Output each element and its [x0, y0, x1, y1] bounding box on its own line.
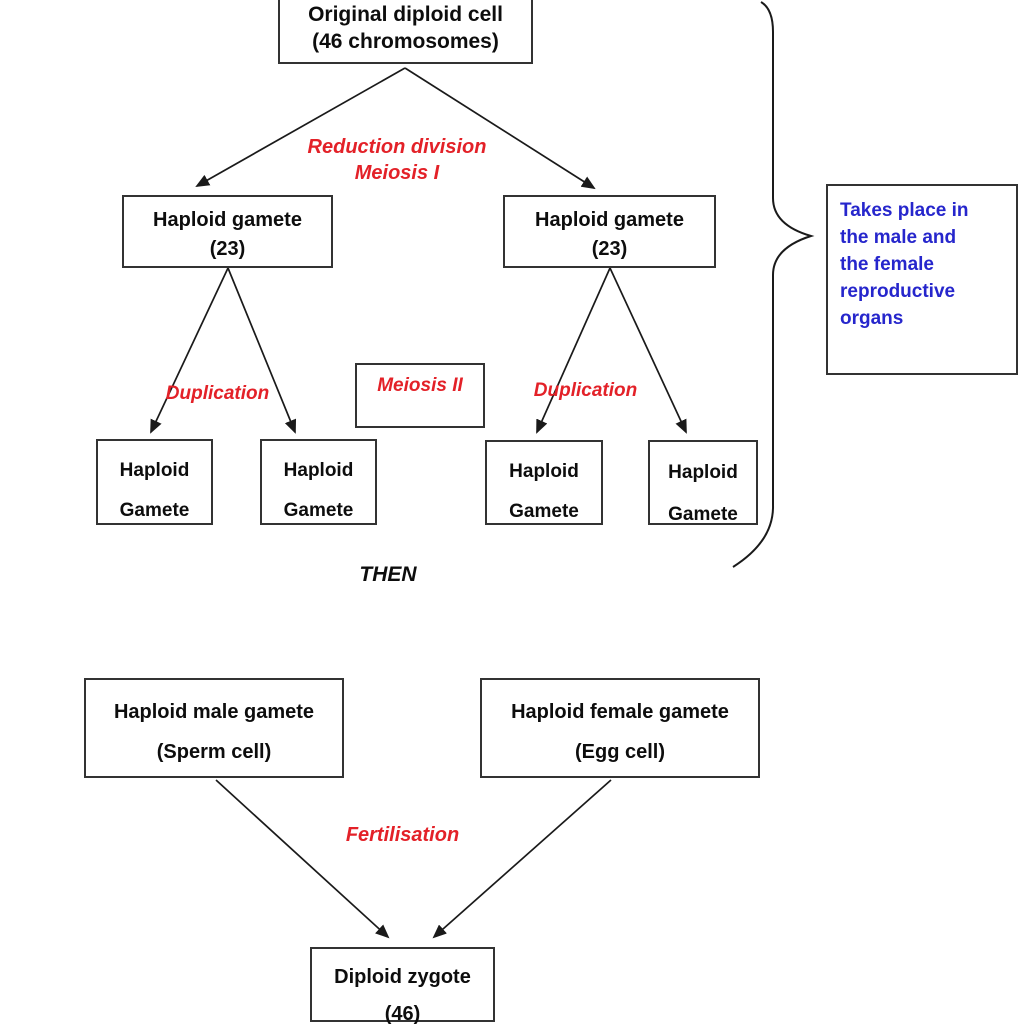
meiosis-ii-box: Meiosis II: [355, 363, 485, 428]
haploid-gamete-box-4: Haploid Gamete: [648, 440, 758, 525]
duplication-right-label: Duplication: [533, 380, 638, 401]
box-text: (46 chromosomes): [312, 30, 499, 53]
haploid-male-gamete-box: Haploid male gamete (Sperm cell): [84, 678, 344, 778]
takes-place-note-box: Takes place in the male and the female r…: [826, 184, 1018, 375]
haploid-gamete-box-2: Haploid Gamete: [260, 439, 377, 525]
reduction-division-label: Reduction division Meiosis I: [307, 136, 487, 184]
diploid-zygote-box: Diploid zygote (46): [310, 947, 495, 1024]
duplication-left-label: Duplication: [165, 383, 270, 404]
haploid-gamete-box-1: Haploid Gamete: [96, 439, 213, 525]
haploid-gamete-left-box: Haploid gamete (23): [122, 195, 333, 268]
original-diploid-cell-box: Original diploid cell (46 chromosomes): [278, 0, 533, 64]
meiosis-ii-label: Meiosis II: [377, 375, 463, 396]
box-text: Original diploid cell: [308, 3, 503, 26]
brace: [732, 1, 815, 568]
then-label: THEN: [359, 563, 417, 586]
haploid-gamete-box-3: Haploid Gamete: [485, 440, 603, 525]
haploid-gamete-right-box: Haploid gamete (23): [503, 195, 716, 268]
haploid-female-gamete-box: Haploid female gamete (Egg cell): [480, 678, 760, 778]
fertilisation-label: Fertilisation: [345, 824, 460, 846]
